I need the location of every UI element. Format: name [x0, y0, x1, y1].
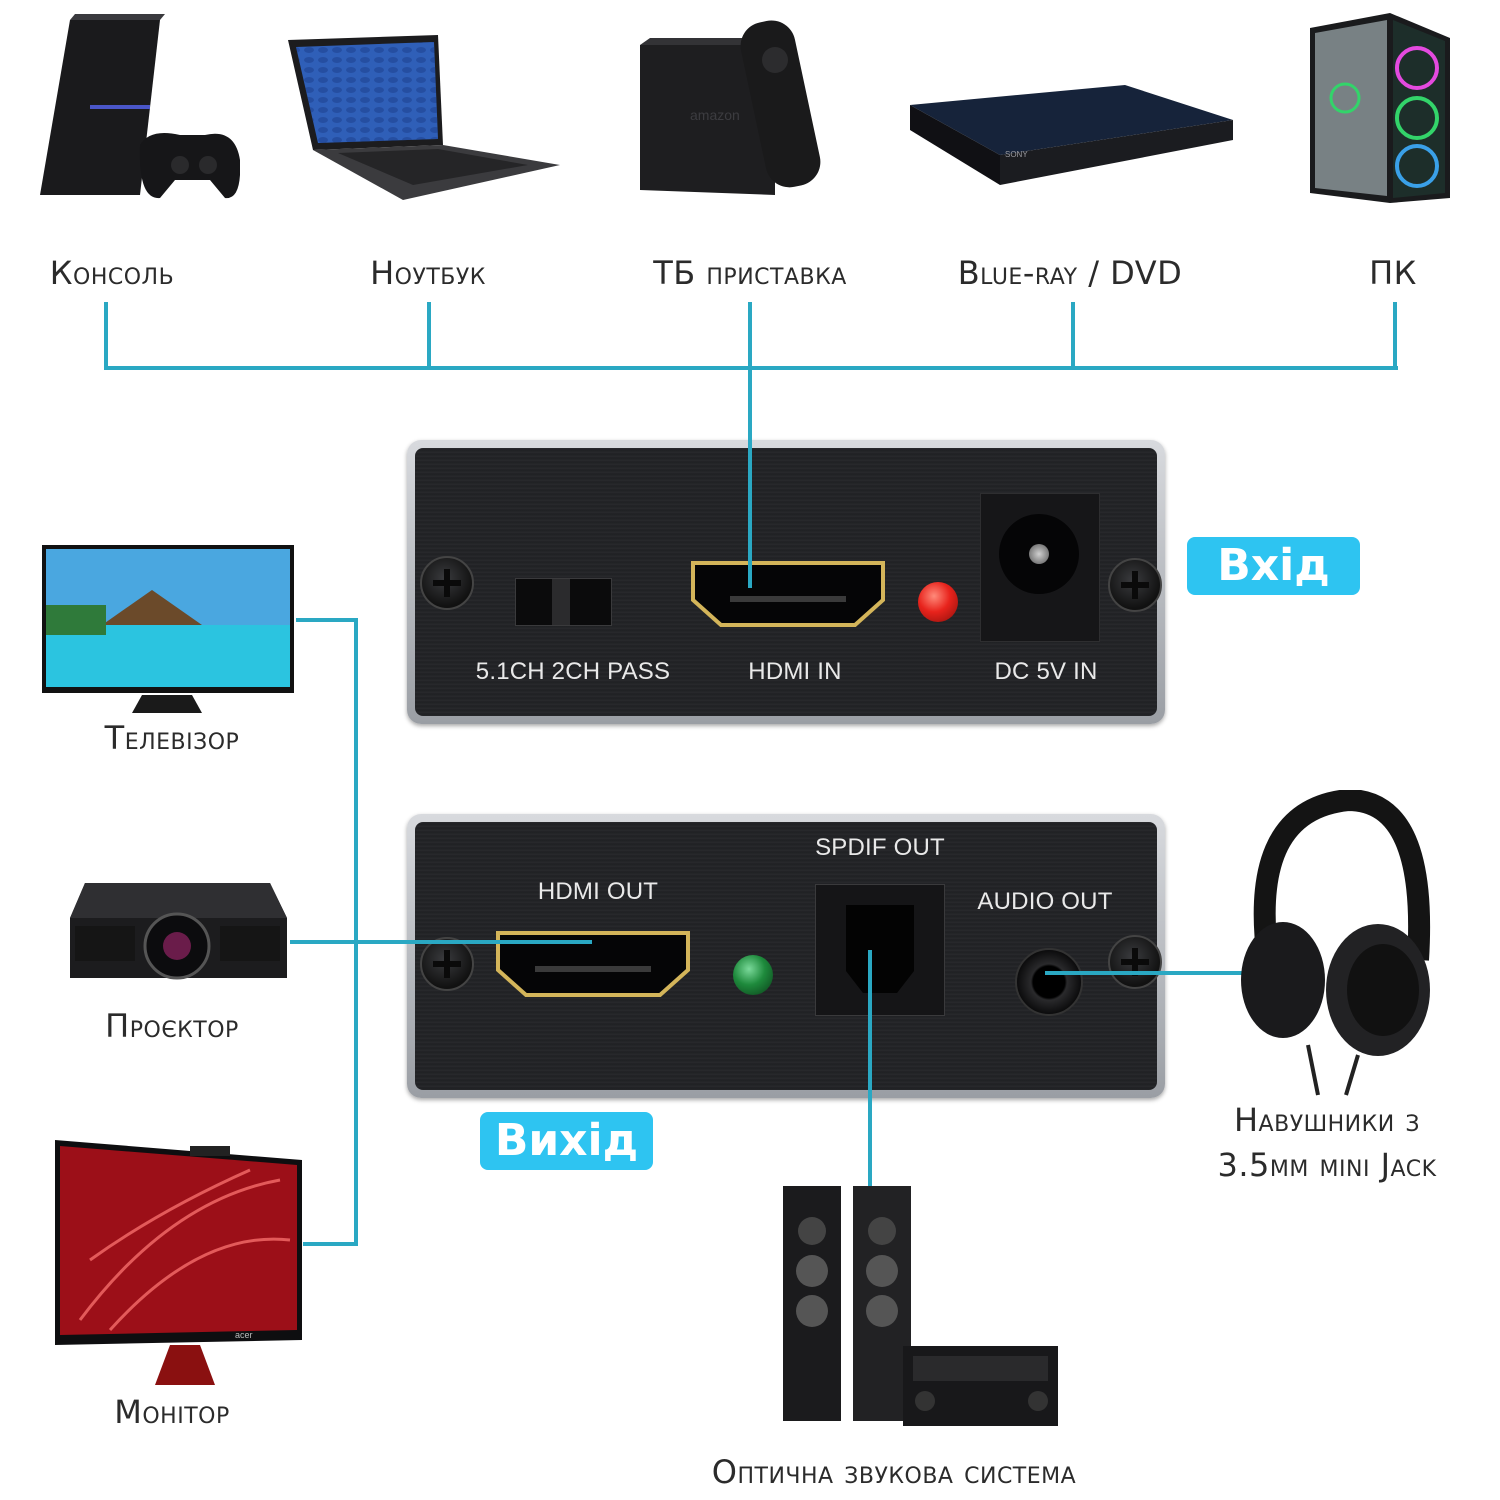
output-label-tv: Телевізор [104, 719, 240, 757]
tv-box-icon: amazon [640, 20, 821, 195]
bluray-player-icon: SONY [910, 85, 1233, 185]
mode-switch[interactable] [515, 578, 612, 626]
tv-box-logo: amazon [690, 107, 740, 123]
audio-out-label: AUDIO OUT [977, 888, 1113, 915]
dc-jack-pin [1029, 544, 1049, 564]
source-label-tv-box: ТБ приставка [653, 254, 847, 292]
screw-icon [420, 556, 474, 610]
headphones-label-line2: 3.5мм mini Jack [1217, 1145, 1437, 1184]
projector-icon [70, 883, 287, 980]
output-panel: HDMI OUT SPDIF OUT AUDIO OUT [407, 814, 1165, 1098]
status-led [733, 955, 773, 995]
spdif-port[interactable] [815, 884, 945, 1016]
tv-icon [42, 545, 294, 713]
output-label-headphones: Навушники з 3.5мм mini Jack [1217, 1098, 1436, 1188]
input-panel-face: 5.1CH 2CH PASS HDMI IN DC 5V IN [415, 448, 1162, 716]
connector-laptop [427, 302, 431, 368]
mode-switch-knob [552, 579, 570, 625]
headphones-icon [1241, 790, 1431, 1096]
connector-bluray [1071, 302, 1075, 368]
connector-tv [296, 618, 358, 622]
dc-in-label: DC 5V IN [994, 658, 1098, 685]
connector-spdif-to-speakers [868, 950, 872, 1188]
output-label-projector: Проєктор [105, 1007, 239, 1045]
hdmi-in-label: HDMI IN [748, 658, 842, 685]
connector-projector [290, 940, 592, 944]
screw-icon [420, 937, 474, 991]
hdmi-out-label: HDMI OUT [537, 878, 659, 905]
pc-tower-icon [1310, 13, 1450, 203]
game-console-icon [40, 14, 240, 199]
source-label-console: Консоль [49, 254, 175, 292]
source-label-laptop: Ноутбук [370, 254, 486, 292]
dc-jack-block [980, 493, 1100, 642]
source-label-pc: ПК [1369, 254, 1417, 292]
screw-icon [1108, 558, 1162, 612]
input-panel: 5.1CH 2CH PASS HDMI IN DC 5V IN [407, 440, 1165, 724]
spdif-port-opening [846, 905, 914, 993]
output-label-speakers: Оптична звукова система [711, 1453, 1077, 1491]
monitor-icon: acer [55, 1140, 302, 1385]
output-bus-line [354, 618, 358, 1246]
output-label-monitor: Монітор [114, 1393, 230, 1431]
power-led [918, 582, 958, 622]
mode-switch-label: 5.1CH 2CH PASS [475, 658, 671, 685]
spdif-out-label: SPDIF OUT [815, 834, 945, 861]
monitor-logo: acer [235, 1330, 253, 1340]
hdmi-in-port[interactable] [690, 560, 886, 628]
connector-tv-box-to-hdmi-in [748, 302, 752, 588]
connector-audio-to-headphones [1045, 971, 1245, 975]
headphones-label-line1: Навушники з [1233, 1101, 1420, 1139]
output-panel-face: HDMI OUT SPDIF OUT AUDIO OUT [415, 822, 1162, 1090]
hdmi-out-port[interactable] [495, 930, 691, 998]
laptop-icon [288, 35, 560, 200]
input-badge: Вхід [1187, 537, 1360, 595]
screw-icon [1108, 935, 1162, 989]
dc-power-jack[interactable] [999, 514, 1079, 594]
connector-pc [1393, 302, 1397, 368]
connector-monitor [303, 1242, 358, 1246]
bluray-logo: SONY [1005, 150, 1028, 159]
audio-jack[interactable] [1015, 948, 1083, 1016]
connector-console [104, 302, 108, 368]
output-badge: Вихід [480, 1112, 653, 1170]
speaker-system-icon [783, 1186, 1058, 1426]
source-label-bluray: Blue-ray / DVD [957, 254, 1183, 292]
